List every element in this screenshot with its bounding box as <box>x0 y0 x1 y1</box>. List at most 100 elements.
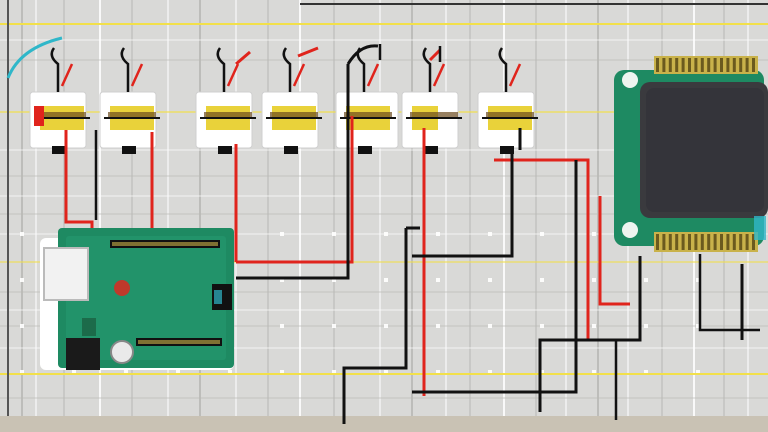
usb-port <box>43 247 89 301</box>
module-coil <box>344 112 392 118</box>
module-top-wire-red <box>366 63 380 87</box>
mount-hole-2 <box>622 222 638 238</box>
contact-hole <box>20 278 24 282</box>
ic-pin <box>713 58 717 72</box>
wire-red-top-1 <box>235 50 251 66</box>
module-pin <box>500 146 514 154</box>
contact-hole <box>280 278 284 282</box>
module-pin <box>52 146 66 154</box>
ic-pin <box>662 234 666 250</box>
contact-hole <box>592 370 596 374</box>
ic-pin <box>720 58 723 72</box>
ic-pin <box>739 234 743 250</box>
contact-hole <box>592 324 596 328</box>
module-pin <box>122 146 136 154</box>
module-top-wire-red <box>292 63 306 87</box>
module-pin <box>424 146 438 154</box>
wire-red-7 <box>598 196 630 306</box>
wire-red-top-2 <box>297 46 319 58</box>
contact-hole <box>488 232 492 236</box>
contact-hole <box>280 232 284 236</box>
module-coil <box>204 112 252 118</box>
module-coil <box>38 112 86 118</box>
contact-hole <box>540 324 544 328</box>
sensor-module <box>261 47 322 154</box>
sensor-module <box>195 47 256 154</box>
ic-pin <box>745 234 749 250</box>
ic-pin <box>688 234 691 250</box>
ic-pin <box>688 58 691 72</box>
ic-pin <box>668 234 672 250</box>
contact-hole <box>488 370 492 374</box>
capacitor <box>110 340 134 364</box>
module-top-wire-red <box>226 63 240 87</box>
module-top-wire-red <box>130 63 144 87</box>
ic-pin <box>681 234 685 250</box>
ic-pin <box>732 234 736 250</box>
module-top-wire <box>216 47 226 92</box>
module-coil <box>270 112 318 118</box>
contact-hole <box>332 232 336 236</box>
contact-hole <box>384 324 388 328</box>
wire-black-8 <box>412 160 578 394</box>
contact-hole <box>644 324 648 328</box>
ic-pin <box>707 58 711 72</box>
ic-pin <box>700 58 704 72</box>
contact-hole <box>592 278 596 282</box>
ic-pin <box>662 58 666 72</box>
module-pin <box>218 146 232 154</box>
sensor-module <box>477 47 538 154</box>
wire-black-2 <box>236 64 350 280</box>
ic-pin <box>656 234 659 250</box>
ic-pin <box>745 58 749 72</box>
ic-pin <box>720 234 723 250</box>
ic-pin <box>752 58 755 72</box>
contact-hole <box>280 370 284 374</box>
sensor-module-row <box>29 47 538 154</box>
contact-hole <box>696 370 700 374</box>
contact-hole <box>20 324 24 328</box>
contact-hole <box>540 232 544 236</box>
mount-hole-1 <box>622 72 638 88</box>
contact-hole <box>228 370 232 374</box>
microcontroller-board <box>40 228 234 370</box>
contact-hole <box>696 278 700 282</box>
module-top-wire-red <box>432 63 446 87</box>
ic-pin <box>726 234 730 250</box>
contact-hole <box>176 370 180 374</box>
module-top-wire <box>356 47 366 92</box>
contact-hole <box>436 232 440 236</box>
contact-hole <box>20 232 24 236</box>
module-top-wire <box>120 47 130 92</box>
power-jack <box>66 338 100 370</box>
contact-hole <box>384 278 388 282</box>
contact-hole <box>20 370 24 374</box>
sensor-module <box>401 47 462 154</box>
contact-hole <box>488 324 492 328</box>
module-pin <box>358 146 372 154</box>
contact-hole <box>436 278 440 282</box>
ic-pin <box>694 234 698 250</box>
ic-pin <box>694 58 698 72</box>
contact-hole <box>436 370 440 374</box>
module-coil <box>486 112 534 118</box>
module-top-wire-red <box>508 63 522 87</box>
sensor-module <box>99 47 160 154</box>
contact-hole <box>280 324 284 328</box>
contact-hole <box>72 370 76 374</box>
module-pin <box>284 146 298 154</box>
contact-hole <box>332 324 336 328</box>
ic-pin <box>752 234 755 250</box>
ic-pin <box>681 58 685 72</box>
module-coil <box>410 112 458 118</box>
ic-pin <box>675 58 679 72</box>
contact-hole <box>436 324 440 328</box>
contact-hole <box>644 370 648 374</box>
contact-hole <box>332 370 336 374</box>
contact-hole <box>384 232 388 236</box>
ic-pin <box>707 234 711 250</box>
ic-pin <box>675 234 679 250</box>
module-coil <box>108 112 156 118</box>
